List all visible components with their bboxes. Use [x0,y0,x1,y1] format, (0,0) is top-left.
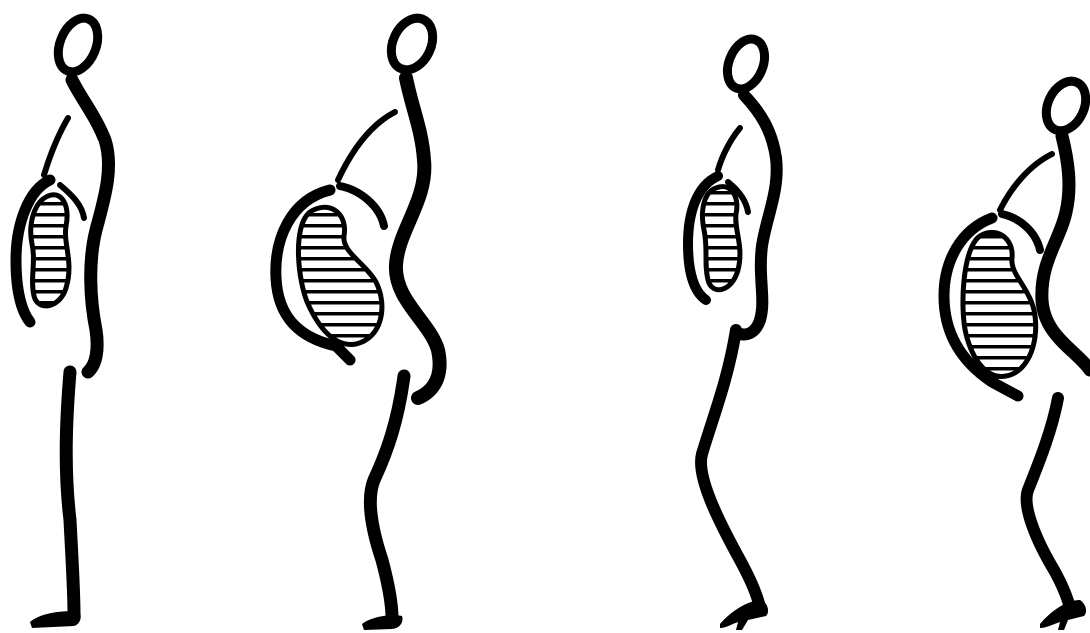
figure-4 [944,75,1090,630]
front-chest-line [44,118,68,175]
leg [370,376,404,618]
head [51,12,105,77]
neck-back [1042,136,1090,370]
leg [66,372,74,614]
high-heel-shoe [720,600,768,630]
belly-inner-line [340,186,384,226]
head [1039,75,1090,137]
figure-3 [688,34,777,630]
figure-1 [16,12,109,628]
head [383,11,440,76]
neck-back [396,78,440,398]
neck-back [740,95,777,334]
leg [1027,398,1070,608]
foot [362,615,403,630]
baby-shape [963,232,1036,376]
baby-shape [703,187,740,290]
front-chest-line [718,128,740,170]
foot [30,611,81,628]
baby-shape [31,195,69,306]
head [720,34,771,95]
neck-back [72,80,109,372]
leg [701,330,760,608]
front-chest-line [1000,154,1052,210]
front-chest-line [338,112,395,180]
baby-shape [298,207,381,344]
figure-2 [276,11,441,630]
